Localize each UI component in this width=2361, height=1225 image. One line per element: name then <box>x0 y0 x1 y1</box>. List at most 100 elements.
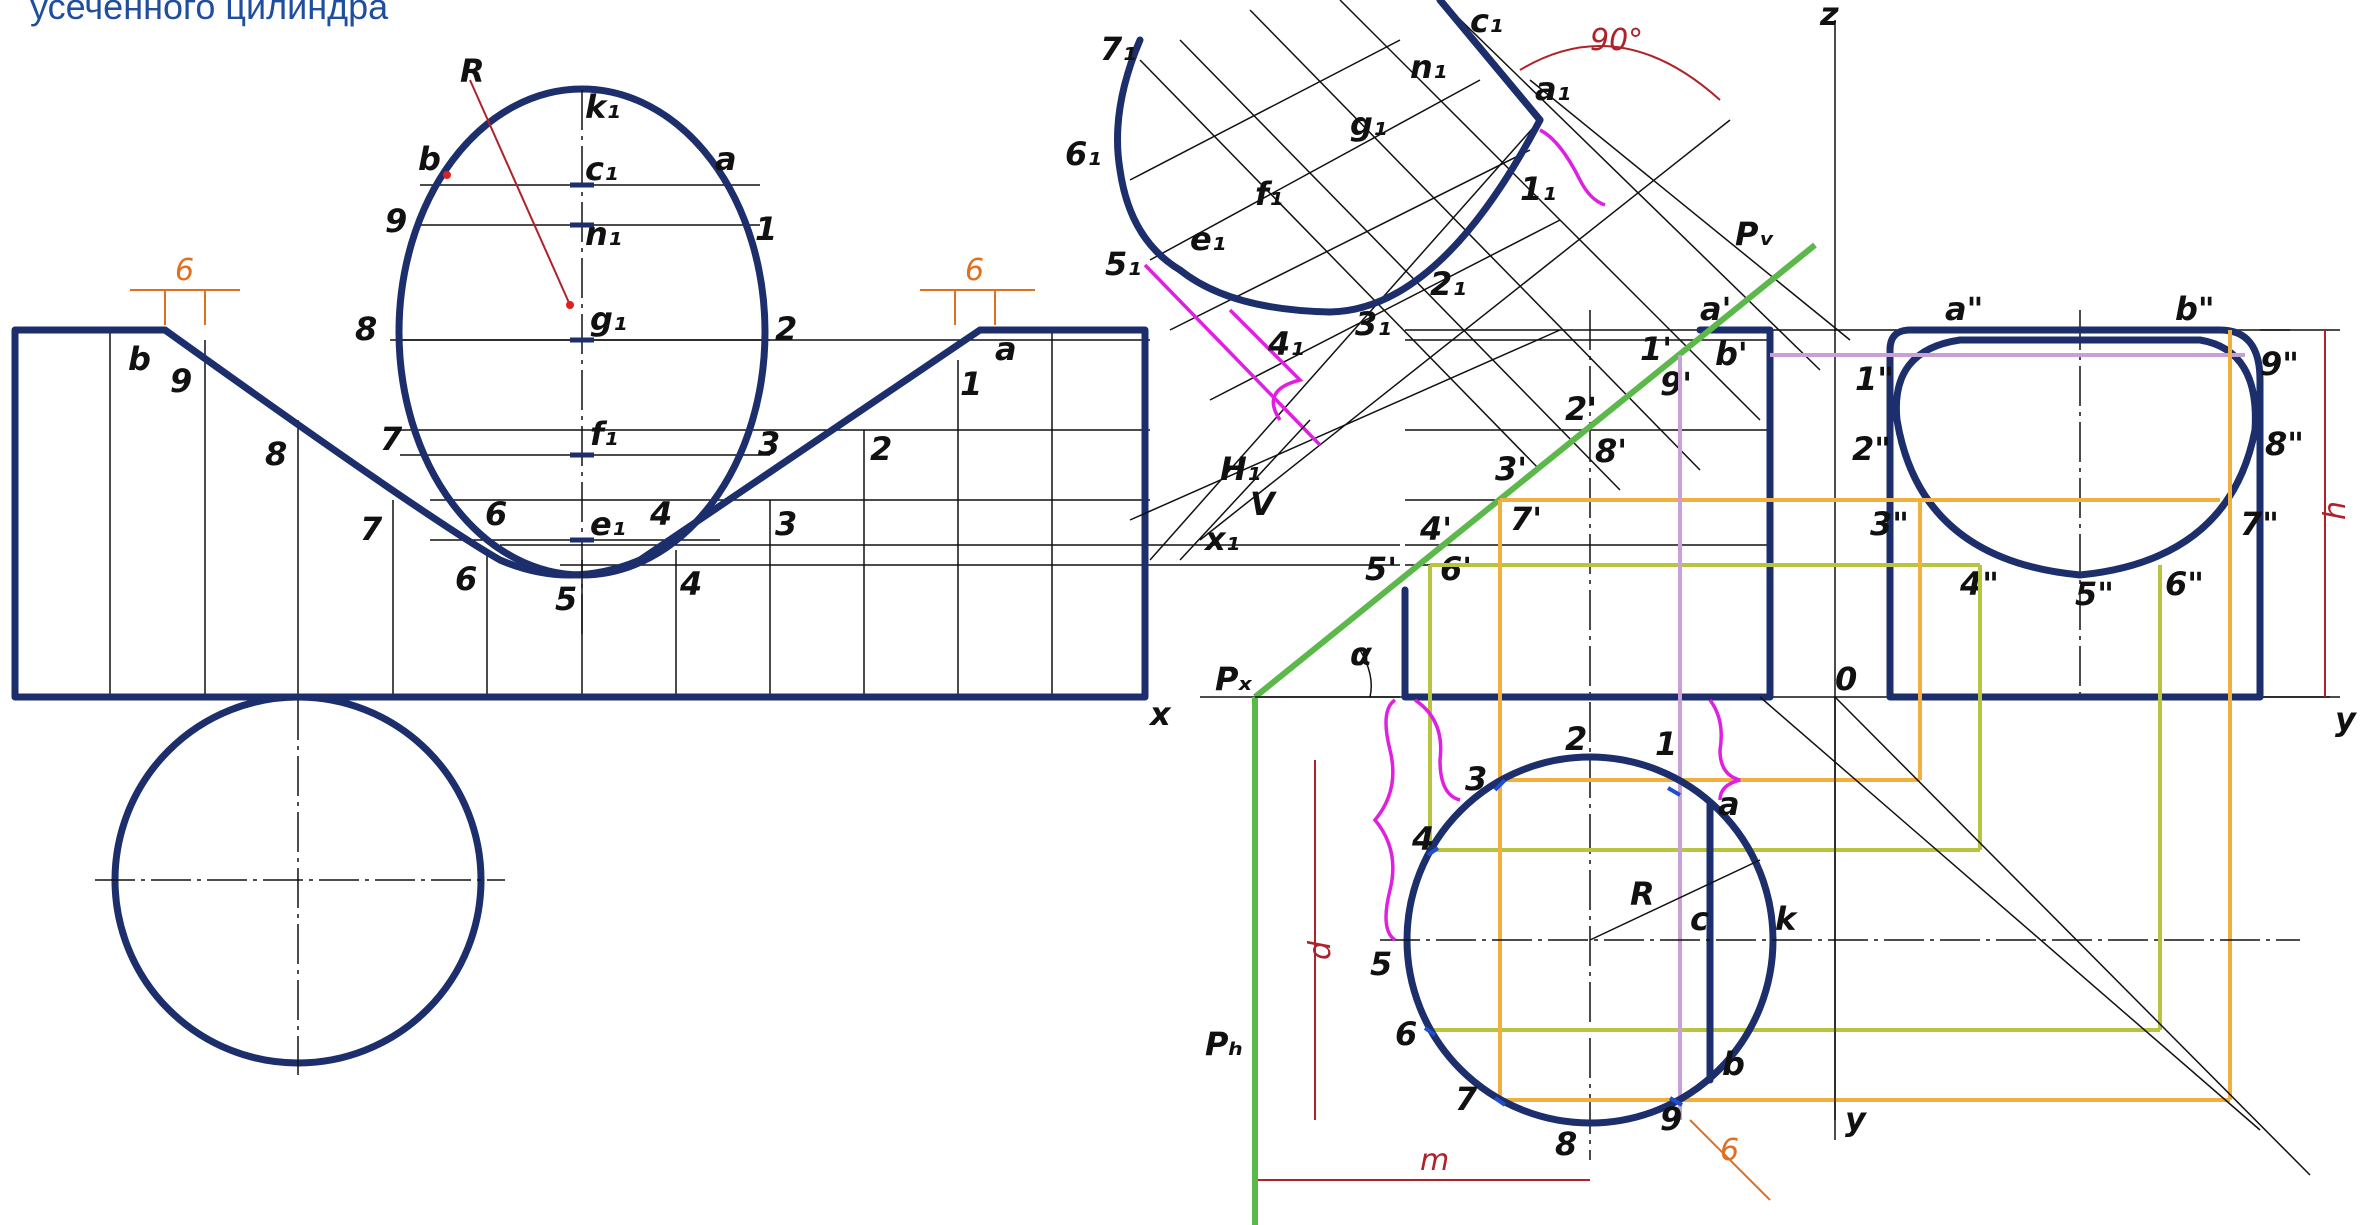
top-view-group: d m 6 2 1 a 3 4 5 6 7 8 9 b R c k Pₕ y <box>1205 330 2311 1201</box>
label-d: d <box>1303 940 1338 960</box>
label-7-top: 7 <box>1455 1080 1478 1118</box>
label-6-dev: 6 <box>455 560 477 598</box>
axis-markers <box>570 182 594 543</box>
label-9-prime: 9' <box>1660 365 1692 403</box>
label-z: z <box>1819 0 1839 33</box>
label-e1-aux: e₁ <box>1190 220 1226 258</box>
label-5-prime: 5' <box>1365 550 1397 588</box>
label-6-dprime: 6" <box>2165 565 2204 603</box>
label-4-dev: 4 <box>679 565 702 603</box>
label-9-oval: 9 <box>385 202 407 240</box>
label-R-top: R <box>1630 875 1655 913</box>
label-H1: H₁ <box>1220 450 1261 488</box>
label-m: m <box>1420 1143 1449 1178</box>
label-5-dprime: 5" <box>2075 575 2114 613</box>
label-2-top: 2 <box>1565 720 1587 758</box>
label-a: a <box>715 140 737 178</box>
label-5-top: 5 <box>1370 945 1392 983</box>
label-h: h <box>2318 501 2353 520</box>
label-V: V <box>1250 485 1277 523</box>
label-c1: c₁ <box>585 150 618 188</box>
label-9-top: 9 <box>1660 1100 1682 1138</box>
bracket-left <box>1372 698 1397 942</box>
bracket-a1 <box>1539 128 1606 207</box>
label-1-oval: 1 <box>755 210 777 248</box>
label-6-oval: 6 <box>485 495 507 533</box>
label-f1-aux: f₁ <box>1255 175 1283 213</box>
point-b-dot <box>443 171 451 179</box>
label-4-top: 4 <box>1411 820 1434 858</box>
label-1-dprime: 1" <box>1855 360 1894 398</box>
label-1-top: 1 <box>1655 725 1677 763</box>
label-1-prime: 1' <box>1640 330 1672 368</box>
label-7-oval: 7 <box>380 420 403 458</box>
bracket-small <box>1414 698 1461 802</box>
dim-6-left: 6 <box>175 253 194 288</box>
label-1-dev: 1 <box>960 365 982 403</box>
label-51: 5₁ <box>1105 245 1141 283</box>
label-n1-aux: n₁ <box>1410 48 1447 86</box>
label-c1-aux: c₁ <box>1470 2 1503 40</box>
label-41: 4₁ <box>1267 325 1304 363</box>
profile-cut-curve <box>1892 336 2259 579</box>
label-a-prime: a' <box>1700 290 1731 328</box>
label-4-prime: 4' <box>1419 510 1452 548</box>
label-k-top: k <box>1775 900 1798 938</box>
label-n1: n₁ <box>585 215 622 253</box>
label-Pv: Pᵥ <box>1735 215 1774 253</box>
label-90deg: 90° <box>1590 23 1643 58</box>
plane-Pv <box>1253 242 1817 700</box>
orange-helpers <box>1498 330 2232 1102</box>
label-4-oval: 4 <box>649 495 672 533</box>
label-2-prime: 2' <box>1565 390 1597 428</box>
label-b-dev: b <box>128 340 151 378</box>
label-6-top: 6 <box>1395 1015 1417 1053</box>
label-7-prime: 7' <box>1510 500 1542 538</box>
bracket-right <box>1708 698 1741 801</box>
label-a-dprime: a" <box>1945 290 1983 328</box>
label-a-dev: a <box>995 330 1017 368</box>
label-2-dprime: 2" <box>1852 430 1891 468</box>
label-0: 0 <box>1835 660 1857 698</box>
angle-90-arc <box>1519 45 1721 101</box>
label-5: 5 <box>555 580 577 618</box>
label-k1: k₁ <box>585 88 620 126</box>
dim-6-right: 6 <box>965 253 984 288</box>
label-g1: g₁ <box>590 300 627 338</box>
label-9-dev: 9 <box>170 362 192 400</box>
label-3-dprime: 3" <box>1870 505 1909 543</box>
alpha-arc <box>1359 649 1372 698</box>
profile-view-group: h a" b" 1" 9" 2" 8" 3" 7" 4" 5" 6" y <box>1770 290 2357 738</box>
label-x-axis: x <box>1148 695 1172 733</box>
label-a-top: a <box>1718 785 1740 823</box>
label-8-dprime: 8" <box>2265 425 2304 463</box>
auxiliary-view-group: c₁ n₁ g₁ f₁ e₁ 7₁ 6₁ 5₁ 4₁ 3₁ 2₁ 1₁ a₁ 9… <box>1065 0 1851 561</box>
center-dot <box>566 301 574 309</box>
label-c-top: c <box>1690 900 1709 938</box>
constant-45-line <box>1834 696 2311 1176</box>
label-9-dprime: 9" <box>2260 345 2299 383</box>
label-b-dprime: b" <box>2175 290 2215 328</box>
label-8-top: 8 <box>1555 1125 1577 1163</box>
bracket-4-1 <box>1228 308 1304 421</box>
label-e1: e₁ <box>590 505 626 543</box>
dim-6-bottom-line <box>1689 1119 1771 1201</box>
label-2-dev: 2 <box>870 430 892 468</box>
label-R: R <box>460 52 485 90</box>
label-8-prime: 8' <box>1595 432 1627 470</box>
yellow-helpers <box>1428 563 2162 1032</box>
label-a1: a₁ <box>1535 70 1571 108</box>
base-circle-group: x <box>95 693 1172 1075</box>
label-Px: Pₓ <box>1215 660 1252 698</box>
label-x1: x₁ <box>1203 520 1240 558</box>
label-6-prime: 6' <box>1440 550 1472 588</box>
label-31: 3₁ <box>1355 305 1391 343</box>
label-71: 7₁ <box>1100 30 1136 68</box>
label-61: 6₁ <box>1065 135 1101 173</box>
radius-line <box>469 79 571 306</box>
label-g1-aux: g₁ <box>1350 105 1387 143</box>
label-3-dev: 3 <box>775 505 797 543</box>
label-y-bottom: y <box>1845 1100 1867 1138</box>
front-outline <box>1401 326 1774 701</box>
